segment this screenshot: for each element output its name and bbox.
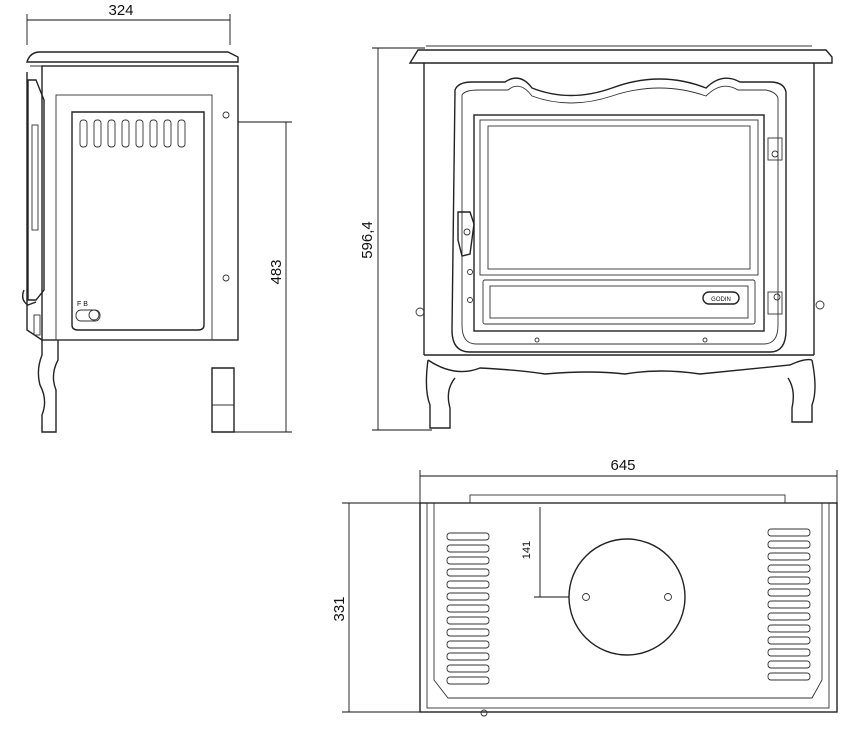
dimension-label-front-height: 596,4 bbox=[359, 221, 376, 259]
dimension-141: 141 bbox=[521, 507, 569, 598]
front-leg-right bbox=[787, 359, 816, 423]
dimension-645: 645 bbox=[419, 457, 838, 505]
dimension-483: 483 bbox=[234, 121, 292, 433]
front-top-plate bbox=[408, 49, 833, 64]
dimension-324: 324 bbox=[26, 2, 231, 45]
side-vent-slots bbox=[79, 119, 186, 148]
dimension-label-top-depth: 331 bbox=[331, 596, 348, 621]
dimension-label-side-height: 483 bbox=[268, 259, 285, 284]
svg-text:GODIN: GODIN bbox=[711, 297, 731, 303]
dimension-label-flue-offset: 141 bbox=[521, 541, 533, 559]
ash-drawer bbox=[482, 279, 756, 325]
front-view: 596,4 GODIN bbox=[359, 45, 833, 431]
dimension-label-top-width: 645 bbox=[610, 457, 635, 474]
flue-outlet bbox=[568, 538, 686, 656]
front-apron bbox=[427, 358, 813, 375]
front-leg-left bbox=[425, 359, 456, 429]
dimension-label-side-depth: 324 bbox=[108, 2, 133, 19]
top-view: 645 331 141 bbox=[331, 457, 838, 717]
top-vents-left bbox=[446, 532, 490, 685]
control-knob bbox=[75, 309, 101, 322]
side-panel bbox=[71, 111, 205, 331]
door-glass bbox=[487, 125, 751, 270]
side-view: 324 F B bbox=[21, 2, 292, 433]
brand-badge bbox=[702, 291, 740, 305]
top-vents-right bbox=[767, 528, 811, 681]
dimension-596: 596,4 bbox=[359, 47, 432, 431]
rear-leg bbox=[211, 367, 235, 433]
side-control-letters: F B bbox=[77, 301, 88, 308]
top-plate bbox=[419, 502, 838, 713]
door-handle bbox=[457, 211, 475, 257]
dimension-331: 331 bbox=[331, 502, 420, 713]
hinge-bottom bbox=[767, 291, 783, 315]
door-frame-outer bbox=[451, 77, 787, 353]
hinge-top bbox=[767, 137, 783, 161]
